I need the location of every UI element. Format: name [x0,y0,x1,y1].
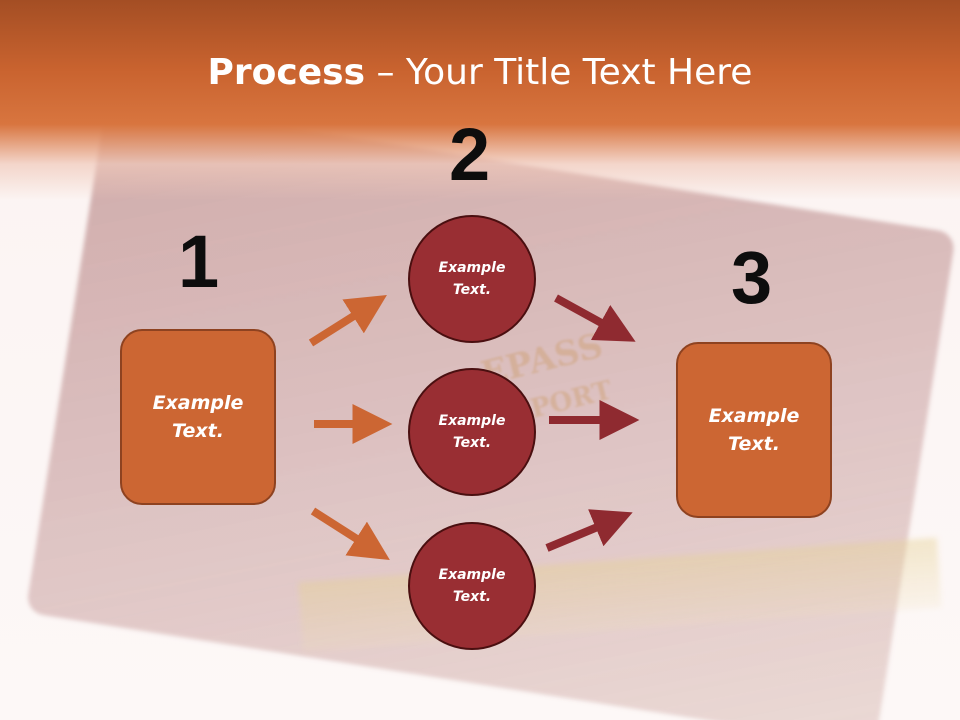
step3-box: Example Text. [676,342,832,518]
step3-line1: Example [708,404,800,427]
step-number-2: 2 [449,113,491,196]
step-number-3: 3 [731,236,773,319]
step1-line2: Text. [172,420,224,442]
step2-circle-top: Example Text. [408,215,536,343]
arrow-circle1-to-box3 [554,294,636,342]
circle-middle-line1: Example [438,412,506,429]
step2-circle-bottom: Example Text. [408,522,536,650]
slide-title: Process – Your Title Text Here [0,52,960,93]
arrow-box1-to-circle1 [308,295,387,347]
circle-top-line2: Text. [452,282,492,298]
circle-middle-line2: Text. [452,435,492,451]
circle-bottom-line1: Example [438,566,506,583]
title-bold: Process [207,52,366,93]
circle-top-line1: Example [438,259,506,276]
title-banner [0,0,960,200]
title-rest: – Your Title Text Here [365,52,753,93]
arrow-box1-to-circle3 [310,507,390,561]
arrow-circle3-to-box3 [545,509,633,552]
circle-bottom-line2: Text. [452,589,492,605]
step1-box: Example Text. [120,329,276,505]
step-number-1: 1 [178,220,220,303]
step3-line2: Text. [728,433,780,455]
step2-circle-middle: Example Text. [408,368,536,496]
step1-line1: Example [152,391,244,414]
